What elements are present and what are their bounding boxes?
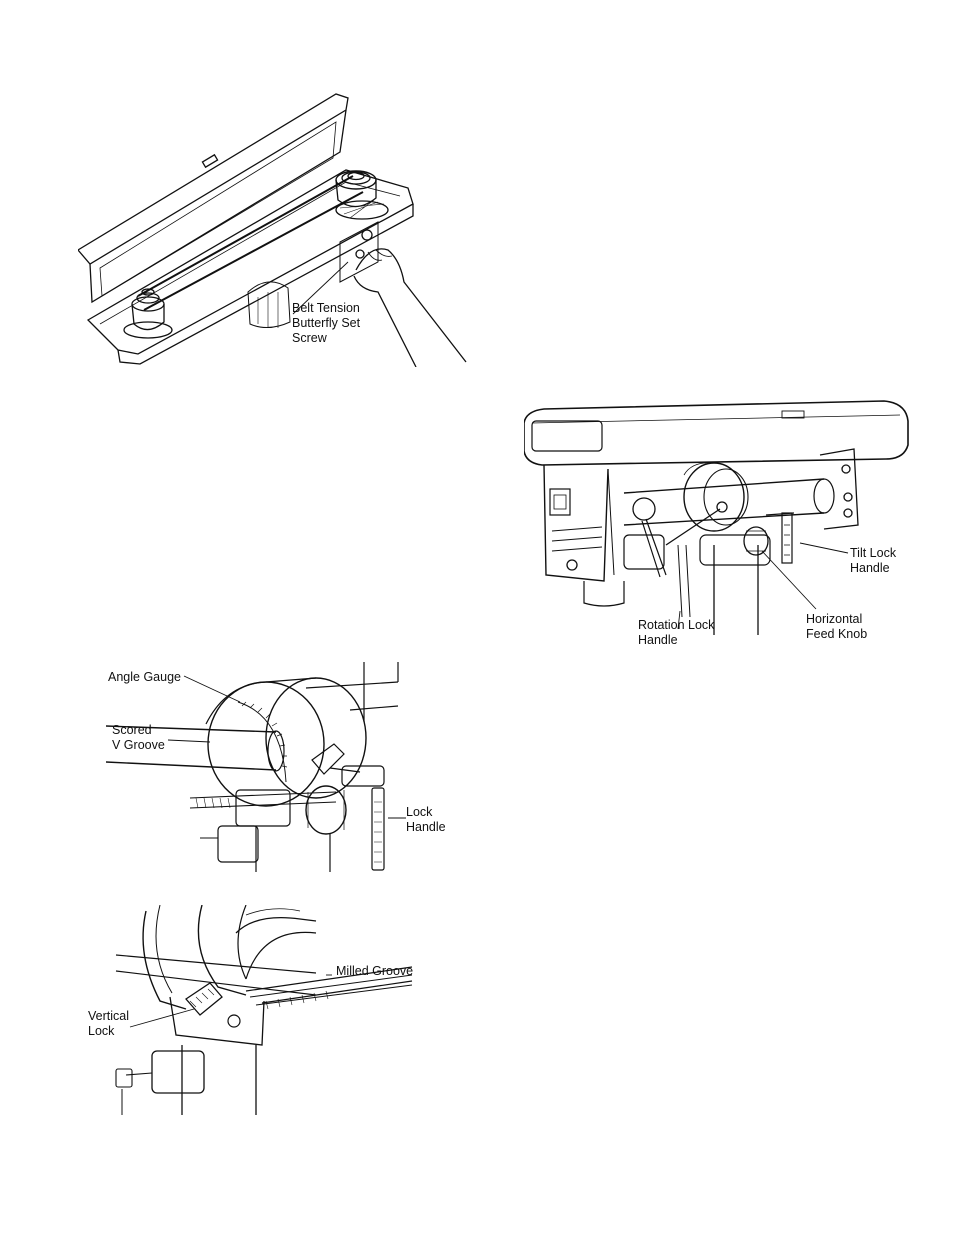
tilt-lock-label-line-2: Handle: [850, 561, 896, 576]
angle-gauge-label: Angle Gauge: [108, 670, 181, 685]
lock-handle-label-line-1: Lock: [406, 805, 446, 820]
vertical-lock-label: Vertical Lock: [88, 1009, 129, 1039]
belt-tension-label: Belt Tension Butterfly Set Screw: [292, 301, 360, 346]
horizontal-feed-label-line-1: Horizontal: [806, 612, 867, 627]
vertical-lock-figure: Milled Groove Vertical Lock: [86, 905, 416, 1115]
lock-handle-label-line-2: Handle: [406, 820, 446, 835]
vertical-lock-illustration: [86, 905, 416, 1115]
scored-groove-label: Scored V Groove: [112, 723, 165, 753]
vertical-lock-label-line-2: Lock: [88, 1024, 129, 1039]
angle-gauge-illustration: [106, 662, 458, 872]
angle-gauge-label-text: Angle Gauge: [108, 670, 181, 685]
head-assembly-illustration: [524, 385, 914, 650]
belt-tension-label-line-2: Butterfly Set: [292, 316, 360, 331]
rotation-lock-label-line-2: Handle: [638, 633, 714, 648]
belt-tension-label-line-1: Belt Tension: [292, 301, 360, 316]
scored-groove-label-line-2: V Groove: [112, 738, 165, 753]
lock-handle-label: Lock Handle: [406, 805, 446, 835]
horizontal-feed-label-line-2: Feed Knob: [806, 627, 867, 642]
belt-guard-illustration: [78, 92, 468, 367]
angle-gauge-figure: Angle Gauge Scored V Groove Lock Handle: [106, 662, 458, 872]
tilt-lock-label-line-1: Tilt Lock: [850, 546, 896, 561]
milled-groove-label: Milled Groove: [336, 964, 413, 979]
tilt-lock-label: Tilt Lock Handle: [850, 546, 896, 576]
belt-tension-label-line-3: Screw: [292, 331, 360, 346]
vertical-lock-label-line-1: Vertical: [88, 1009, 129, 1024]
rotation-lock-label: Rotation Lock Handle: [638, 618, 714, 648]
scored-groove-label-line-1: Scored: [112, 723, 165, 738]
milled-groove-label-text: Milled Groove: [336, 964, 413, 979]
head-assembly-figure: Tilt Lock Handle Rotation Lock Handle Ho…: [524, 385, 914, 650]
rotation-lock-label-line-1: Rotation Lock: [638, 618, 714, 633]
horizontal-feed-label: Horizontal Feed Knob: [806, 612, 867, 642]
belt-tension-figure: Belt Tension Butterfly Set Screw: [78, 92, 468, 367]
